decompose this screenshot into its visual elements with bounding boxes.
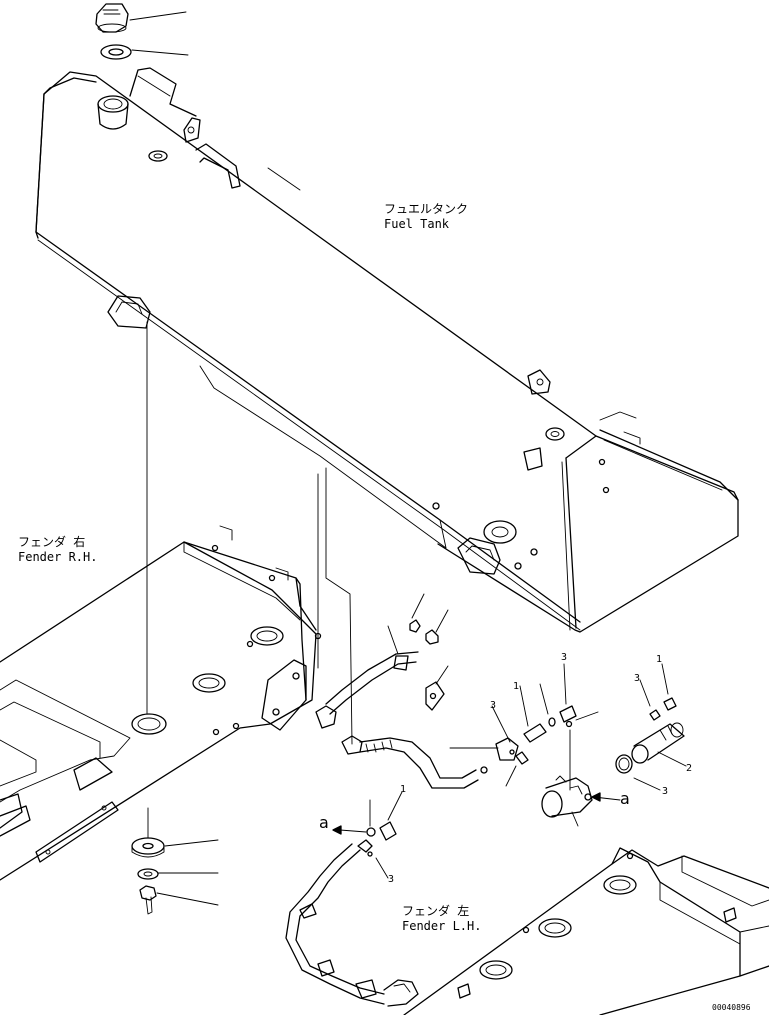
fuel-tank [35, 67, 739, 633]
leader-line [491, 705, 511, 743]
leader-line [129, 11, 187, 21]
leader-line [639, 679, 651, 707]
callout-number: 3 [388, 874, 395, 885]
leader-line [633, 777, 661, 791]
clip-bolt [409, 619, 439, 645]
callout-number: 3 [634, 673, 641, 684]
outlet-pipe [541, 775, 593, 818]
leader-line [539, 683, 549, 715]
outlet-bolts [649, 697, 677, 721]
fender-rh-label-jp: フェンダ 右 [18, 535, 86, 549]
callout-number: 3 [561, 652, 568, 663]
callout-number: 3 [490, 700, 497, 711]
fender-lh-label-en: Fender L.H. [402, 919, 482, 933]
lower-fuel-hose [285, 839, 419, 1007]
leader-line [339, 829, 367, 833]
leader-line [411, 593, 425, 619]
leader-line [387, 625, 399, 655]
o-ring [615, 754, 633, 774]
leader-line [435, 609, 449, 633]
leader-line [387, 791, 403, 821]
mount-washer [137, 868, 159, 880]
leader-line [519, 685, 529, 727]
fuel-tank-label-en: Fuel Tank [384, 217, 450, 231]
upper-fuel-hose [315, 651, 479, 789]
arrow-icon [591, 792, 601, 802]
fender-lh [403, 847, 769, 1015]
mount-bolt [139, 885, 157, 915]
reference-mark-a: a [319, 813, 329, 832]
leader-line [661, 663, 669, 695]
cap-gasket [100, 44, 132, 60]
leader-line [164, 839, 219, 847]
leader-line [657, 751, 687, 767]
hose-clip [425, 681, 445, 711]
lower-fittings [366, 821, 397, 857]
leader-line [575, 711, 599, 721]
center-line [325, 467, 353, 745]
connector-fitting [480, 705, 577, 774]
callout-number: 3 [662, 786, 669, 797]
outlet-tube [631, 722, 685, 764]
fender-rh [0, 525, 322, 881]
callout-number: 1 [656, 654, 663, 665]
leader-line [571, 811, 579, 827]
fuel-tank-label-jp: フュエルタンク [384, 202, 469, 216]
drawing-number: 00040896 [712, 1003, 751, 1012]
leader-line [435, 665, 449, 685]
fender-lh-label-jp: フェンダ 左 [402, 904, 470, 918]
callout-number: 1 [513, 681, 520, 692]
fender-rh-label-en: Fender R.H. [18, 550, 98, 564]
callout-number: 2 [686, 763, 693, 774]
mount-cushion [131, 837, 165, 858]
leader-line [375, 857, 389, 879]
callout-number: 1 [400, 784, 407, 795]
leader-line [131, 49, 189, 56]
leader-line [156, 892, 219, 906]
fuel-cap [95, 3, 129, 33]
leader-line [563, 663, 567, 705]
arrow-icon [332, 825, 342, 835]
reference-mark-a: a [620, 789, 630, 808]
leader-line [505, 765, 517, 787]
